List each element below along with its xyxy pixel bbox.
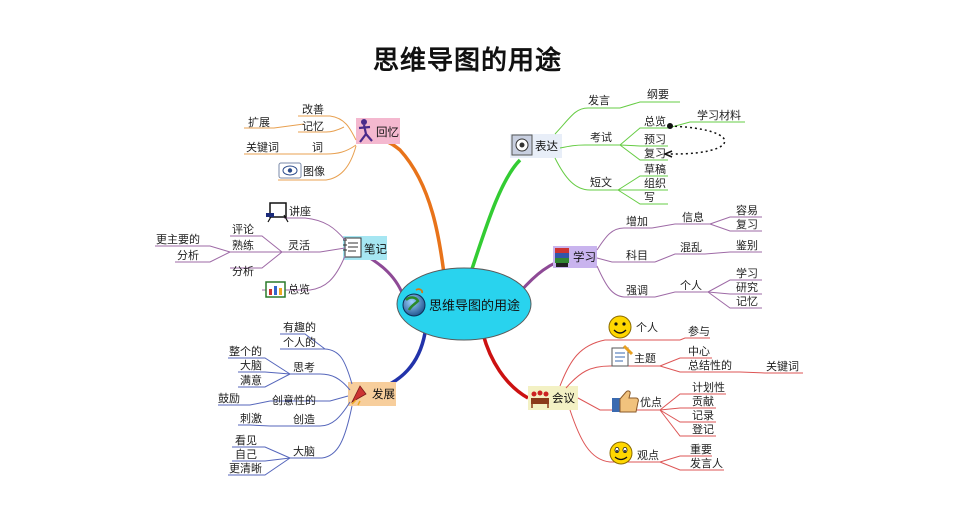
- node-kaoshi: 考试: [590, 131, 612, 144]
- node-kemu: 科目: [626, 248, 648, 262]
- node-manyi: 满意: [240, 373, 262, 387]
- node-gengqingxi: 更清晰: [229, 462, 262, 475]
- node-zhongyao: 重要: [690, 442, 712, 456]
- center-node: [396, 267, 532, 341]
- node-caogao: 草稿: [644, 162, 666, 176]
- node-xinxi: 信息: [682, 210, 704, 224]
- thumbs-up-icon: [612, 390, 639, 413]
- meeting-icon: [531, 390, 549, 408]
- node-gaishan: 改善: [302, 102, 324, 116]
- node-shulian: 熟练: [232, 238, 254, 252]
- rocket-icon: [351, 385, 367, 406]
- branch-biaoda: 表达 发言 纲要 考试 总览 学习材料 预习 复习 短文 草稿 组织: [510, 88, 745, 205]
- node-geren-xuexi: 个人: [680, 279, 702, 292]
- globe-icon: [402, 288, 426, 317]
- speaker-icon: [511, 134, 533, 156]
- node-rongyi: 容易: [736, 203, 758, 217]
- branch-label-huiyi: 回忆: [376, 125, 399, 139]
- books-icon: [555, 248, 569, 267]
- node-gerende: 个人的: [283, 335, 316, 349]
- smiley-face-icon: [609, 441, 633, 465]
- node-gengzhuyaode: 更主要的: [156, 232, 200, 246]
- node-jiangzuo: 讲座: [289, 204, 311, 218]
- node-linghuo: 灵活: [288, 239, 310, 252]
- eye-icon: [278, 162, 302, 179]
- node-duanwen: 短文: [590, 175, 612, 189]
- node-zonglan: 总览: [644, 114, 666, 128]
- node-fenxi2: 分析: [232, 264, 254, 278]
- branch-fazhan: 发展 有趣的 个人的 整个的 大脑 满意 思考 鼓励 创意性的 刺激 创造: [218, 320, 396, 476]
- branch-label-biji: 笔记: [364, 242, 387, 256]
- node-kuozhan: 扩展: [248, 115, 270, 129]
- node-xie: 写: [644, 191, 655, 204]
- node-danao2: 大脑: [293, 444, 315, 458]
- branch-line-huiyi-meeting: [481, 333, 529, 400]
- node-jiyi-xuexi: 记忆: [736, 295, 758, 308]
- node-yanjiu: 研究: [736, 280, 758, 294]
- branch-label-xuexi: 学习: [573, 250, 596, 264]
- branch-xuexi: 学习 增加 信息 容易 复习 科目 混乱 鉴别 强调 个人 学习 研究 记忆: [553, 203, 762, 309]
- node-yuxi: 预习: [644, 133, 666, 146]
- lecture-board-icon: [266, 202, 289, 223]
- node-tuxiang: 图像: [303, 165, 325, 178]
- node-jilu: 记录: [692, 409, 714, 422]
- branch-label-fazhan: 发展: [372, 387, 395, 401]
- node-xuexi-leaf: 学习: [736, 266, 758, 280]
- node-xuexicailiao: 学习材料: [697, 108, 741, 122]
- node-fayanren: 发言人: [690, 456, 723, 470]
- node-sikao: 思考: [293, 361, 315, 374]
- branch-biji: 笔记 讲座 评论 熟练 灵活 更主要的 分析 分析: [155, 202, 387, 298]
- node-guanjianci: 关键词: [246, 140, 279, 154]
- node-gangyao: 纲要: [647, 88, 669, 101]
- node-guandian: 观点: [637, 449, 659, 462]
- branch-huiyi-meeting: 会议 个人 参与: [528, 315, 803, 471]
- node-jihuaxing: 计划性: [692, 380, 725, 394]
- node-jianbie: 鉴别: [736, 239, 758, 252]
- notebook-icon: [343, 237, 362, 258]
- node-geren-meeting: 个人: [636, 321, 658, 334]
- branch-line-huiyi: [381, 138, 447, 283]
- node-hunluan: 混乱: [680, 241, 702, 254]
- node-fenxi1: 分析: [177, 248, 199, 262]
- chart-card-icon: [265, 281, 286, 298]
- branch-huiyi: 回忆 改善 记忆 扩展 词 关键词 图像: [244, 102, 400, 181]
- node-jiyi: 记忆: [302, 120, 324, 133]
- node-qiangdiao: 强调: [626, 284, 648, 297]
- node-zongjiexingde: 总结性的: [688, 358, 732, 372]
- node-ziji: 自己: [235, 448, 257, 461]
- node-zonglan-biji: 总览: [288, 282, 310, 296]
- node-youqude: 有趣的: [283, 320, 316, 334]
- node-gongxian: 贡献: [692, 394, 714, 408]
- node-ciji: 刺激: [240, 411, 262, 425]
- node-zengjia: 增加: [626, 214, 648, 228]
- node-zhuti: 主题: [634, 352, 656, 365]
- branch-label-huiyi-meeting: 会议: [552, 391, 575, 405]
- node-canyu: 参与: [688, 324, 710, 338]
- center-label: 思维导图的用途: [429, 298, 520, 314]
- node-ci: 词: [312, 141, 323, 154]
- branch-line-biaoda: [468, 158, 522, 276]
- running-figure-icon: [358, 119, 373, 143]
- branch-label-biaoda: 表达: [535, 139, 558, 153]
- node-fuxi-xuexi: 复习: [736, 217, 758, 231]
- smiley-icon: [608, 315, 632, 339]
- node-chuangyixingde: 创意性的: [272, 393, 316, 407]
- node-youdian: 优点: [640, 396, 662, 409]
- node-danao1: 大脑: [240, 358, 262, 372]
- notepad-pencil-icon: [611, 344, 634, 367]
- node-guanjianci-meeting: 关键词: [766, 359, 799, 373]
- node-dengji: 登记: [692, 422, 714, 436]
- node-guli: 鼓励: [218, 391, 240, 405]
- page-title: 思维导图的用途: [372, 46, 562, 76]
- node-zhenggede: 整个的: [229, 344, 262, 358]
- node-fuxi: 复习: [644, 146, 666, 160]
- node-pinglun: 评论: [232, 222, 254, 236]
- node-zhongxin: 中心: [688, 345, 710, 358]
- node-chuangzao: 创造: [293, 412, 315, 426]
- node-fayan: 发言: [588, 93, 610, 107]
- node-zuzhi: 组织: [644, 176, 666, 190]
- node-kanjian: 看见: [235, 433, 257, 447]
